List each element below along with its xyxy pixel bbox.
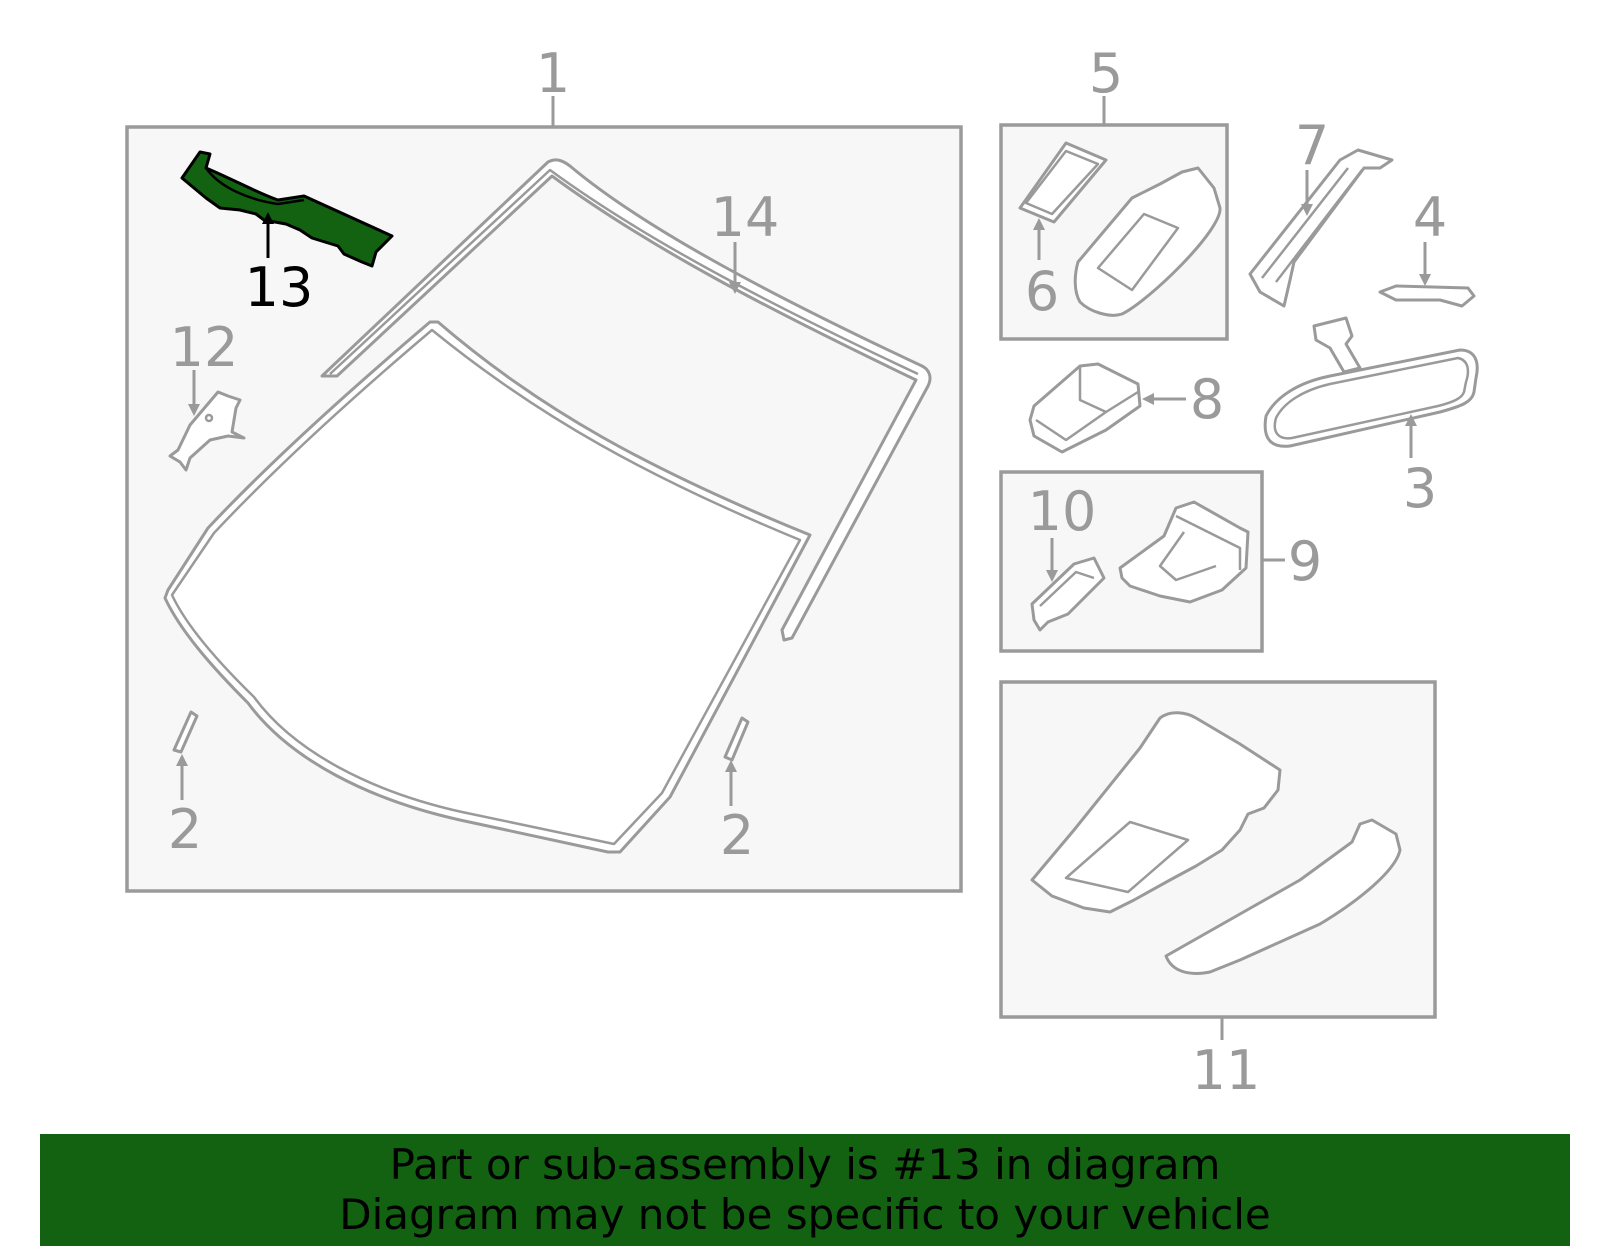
leader-arrows — [176, 170, 1431, 806]
overhead-console — [1030, 711, 1282, 914]
callout-1: 1 — [536, 42, 570, 105]
banner-line-1: Part or sub-assembly is #13 in diagram — [389, 1140, 1221, 1189]
windshield-moulding — [320, 158, 932, 642]
banner-line-2: Diagram may not be specific to your vehi… — [339, 1190, 1271, 1239]
sensor-window — [1096, 212, 1180, 292]
pillar-trim-7-edge — [1261, 167, 1363, 283]
highlighted-part-13-edge — [204, 167, 305, 206]
arrow-14 — [729, 282, 741, 294]
bracket-12 — [168, 390, 246, 472]
info-banner: Part or sub-assembly is #13 in diagram D… — [40, 1134, 1570, 1246]
callout-6: 6 — [1025, 260, 1059, 323]
callout-3: 3 — [1403, 457, 1437, 520]
callout-11: 11 — [1192, 1039, 1261, 1102]
arrow-4 — [1419, 274, 1431, 286]
arrow-3 — [1405, 414, 1417, 426]
windshield-glass — [163, 320, 812, 854]
console-cover — [1164, 818, 1402, 975]
callout-10: 10 — [1028, 480, 1097, 543]
callout-7: 7 — [1295, 114, 1329, 177]
callout-2-left: 2 — [168, 798, 202, 861]
windshield-glass-edge — [170, 328, 802, 846]
overhead-console-lens — [1064, 820, 1190, 894]
callout-2-right: 2 — [720, 804, 754, 867]
bracket-8 — [1028, 362, 1142, 454]
rearview-mirror-glass — [1273, 356, 1470, 440]
arrow-8 — [1142, 393, 1154, 405]
moulding-clip-left — [172, 710, 199, 754]
arrow-2b — [725, 760, 737, 772]
arrow-6 — [1033, 218, 1045, 230]
arrow-12 — [188, 404, 200, 416]
sensor-pad-edge — [1024, 149, 1100, 216]
moulding-clip-right — [723, 716, 750, 762]
sensor-pad — [1018, 141, 1108, 224]
arrow-7 — [1301, 204, 1313, 216]
rearview-mirror — [1263, 348, 1479, 448]
arrow-10 — [1046, 570, 1058, 582]
arrow-13 — [262, 212, 274, 224]
callout-13: 13 — [245, 256, 314, 319]
bracket-10-edge — [1039, 570, 1095, 607]
callout-5: 5 — [1089, 42, 1123, 105]
mirror-mount — [1312, 316, 1362, 374]
callout-8: 8 — [1190, 368, 1224, 431]
bracket-9-edge — [1158, 514, 1242, 582]
bracket-12-hole — [204, 413, 214, 423]
callout-14: 14 — [711, 186, 780, 249]
pillar-trim-7 — [1248, 148, 1394, 308]
callout-12: 12 — [170, 316, 239, 379]
callout-9: 9 — [1288, 530, 1322, 593]
arrow-2a — [176, 754, 188, 766]
windshield-moulding-edge — [329, 168, 919, 376]
bracket-9 — [1118, 500, 1250, 604]
callout-4: 4 — [1413, 186, 1447, 249]
sensor-body — [1073, 166, 1222, 317]
cover-4 — [1378, 284, 1476, 308]
bracket-8-edge — [1035, 366, 1139, 442]
